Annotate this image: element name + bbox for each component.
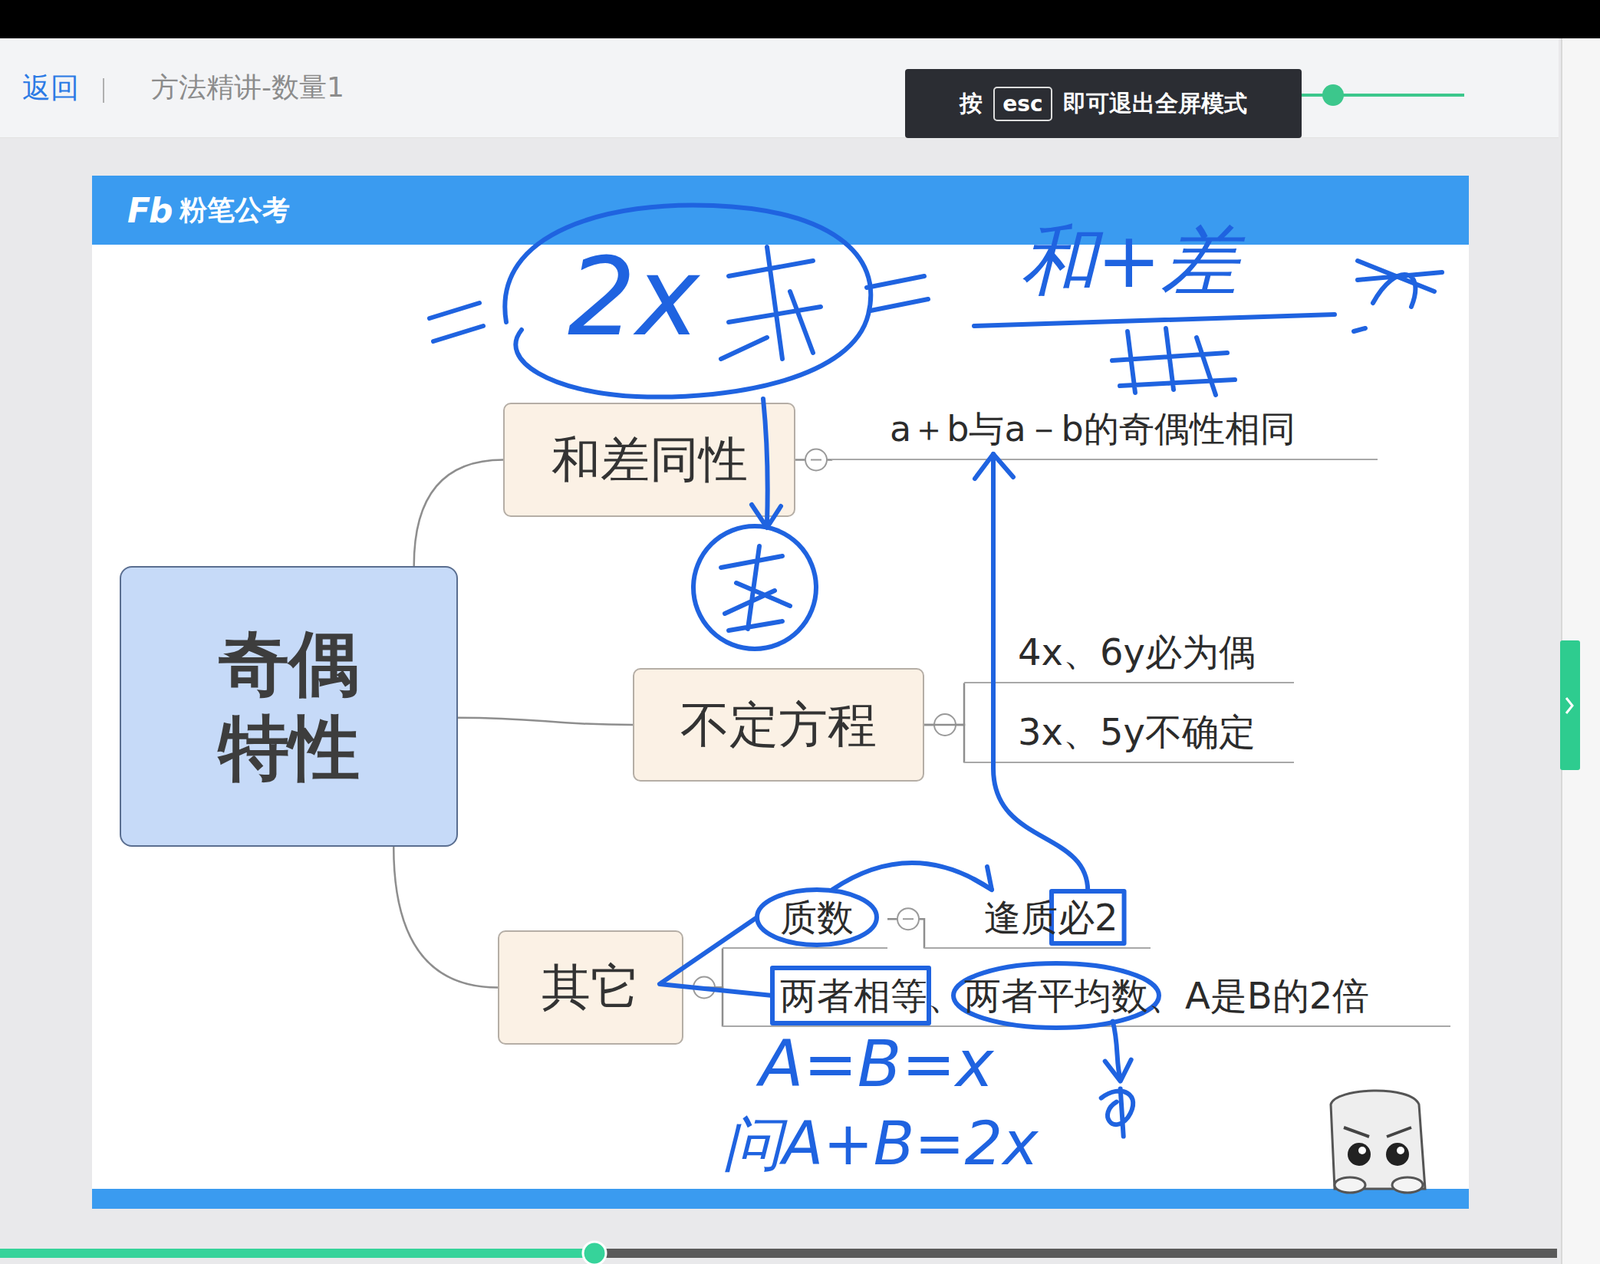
collapse-toggle	[934, 714, 956, 736]
node-text: 和差同性	[551, 426, 748, 494]
collapse-minus	[810, 459, 822, 461]
handwriting	[429, 204, 1442, 649]
header-band: Fb粉笔公考	[92, 175, 1469, 245]
node-text: a＋b与a－b的奇偶性相同	[889, 408, 1296, 450]
node-text: esc	[1002, 91, 1043, 117]
handwritten-note: 和+差	[1020, 222, 1238, 300]
connector	[887, 918, 925, 949]
connector	[795, 458, 832, 461]
top-strip	[0, 0, 1600, 39]
handwritten-note: 2x	[567, 243, 700, 352]
ink-arrow	[1112, 1021, 1121, 1080]
ink-scribble	[1101, 1089, 1134, 1137]
topic-box: 其它	[497, 930, 684, 1045]
ink-circle	[953, 963, 1159, 1028]
slide-footer-band	[92, 1188, 1469, 1209]
chevron-icon	[1566, 697, 1573, 714]
connector	[414, 460, 504, 567]
node-text: Fb	[127, 190, 172, 231]
collapse-minus	[939, 724, 951, 726]
node-text: 两者相等、两者平均数、A是B的2倍	[780, 974, 1370, 1018]
leaf-topic: 逢质必2	[924, 888, 1151, 949]
topic-box: 和差同性	[503, 402, 796, 517]
top-bar-decor	[103, 78, 1465, 106]
handwritten-note: A=B=x	[759, 1031, 995, 1097]
node-text: 逢质必2	[984, 895, 1119, 939]
topic-box: 不定方程	[632, 668, 925, 782]
panel-tab	[1560, 640, 1581, 771]
leaf-topic: 3x、5y不确定	[964, 703, 1294, 764]
ink-arrow-head	[974, 454, 1014, 479]
connector	[457, 717, 633, 725]
ink-arrow-head	[973, 866, 992, 890]
node-text: 3x、5y不确定	[1017, 710, 1256, 754]
connector	[924, 724, 965, 763]
ink-box	[1051, 891, 1125, 944]
root-box: 奇偶特性	[119, 566, 458, 847]
slide	[92, 175, 1469, 1209]
node-text: 其它	[541, 954, 640, 1021]
leaf-topic: 质数	[722, 888, 888, 949]
connector	[924, 682, 965, 725]
collapse-minus	[902, 918, 914, 920]
node-text: 粉笔公考	[179, 191, 290, 230]
leaf-topic: 两者相等、两者平均数、A是B的2倍	[722, 967, 1451, 1028]
ink-arrow	[832, 862, 992, 890]
panel-border	[1560, 38, 1563, 1264]
ink-box	[772, 967, 929, 1024]
leaf-topic: 4x、6y必为偶	[964, 623, 1294, 684]
node-text: 质数	[780, 895, 854, 939]
node-text: 即可退出全屏模式	[1063, 88, 1248, 120]
node-text: 奇偶特性	[214, 622, 363, 792]
collapse-toggle	[897, 908, 919, 930]
toast: 按 esc 即可退出全屏模式	[905, 69, 1302, 139]
key-badge: esc	[993, 86, 1052, 122]
node-text: 不定方程	[680, 691, 877, 759]
node-text: 4x、6y必为偶	[1017, 630, 1256, 674]
progress-bar	[0, 1241, 1558, 1264]
handwritten-note: 问A+B=2x	[722, 1113, 1038, 1174]
collapse-minus	[698, 987, 710, 989]
side-panel	[1561, 38, 1600, 1264]
collapse-toggle	[693, 977, 715, 999]
node-text: 方法精讲-数量1	[151, 69, 345, 107]
handwriting-marks	[659, 454, 1159, 1137]
ink-circle	[757, 889, 877, 945]
connector	[683, 987, 723, 1028]
ink-arrow-head	[1105, 1060, 1132, 1082]
node-text: 返回	[22, 69, 80, 108]
collapse-toggle	[805, 449, 827, 471]
connector	[393, 846, 498, 988]
mascot	[1330, 1090, 1426, 1193]
ink-bracket	[659, 917, 773, 996]
leaf-topic: a＋b与a－b的奇偶性相同	[831, 401, 1378, 461]
top-bar: 返回 方法精讲-数量1	[0, 38, 1559, 139]
ink-long-arrow	[993, 454, 1088, 892]
connector	[683, 948, 723, 988]
node-text: 按	[959, 88, 983, 120]
